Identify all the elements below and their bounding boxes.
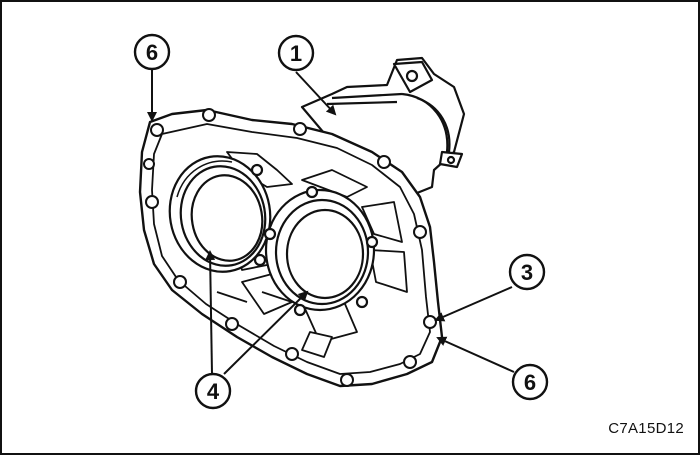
callout-4-label: 4 bbox=[207, 379, 220, 404]
callout-3-label: 3 bbox=[521, 260, 533, 285]
callout-6-bottom-label: 6 bbox=[524, 370, 536, 395]
figure-code: C7A15D12 bbox=[608, 420, 684, 437]
leader-lines bbox=[147, 69, 515, 375]
right-bearing-bore bbox=[263, 185, 379, 317]
left-bearing-bore bbox=[168, 155, 272, 273]
callout-6-top: 6 bbox=[133, 33, 171, 71]
callout-6-bottom: 6 bbox=[511, 363, 549, 401]
callout-3: 3 bbox=[508, 253, 546, 291]
callout-1: 1 bbox=[277, 34, 315, 72]
callout-6-top-label: 6 bbox=[146, 40, 158, 65]
flange-bolt-holes bbox=[143, 108, 437, 387]
callout-4: 4 bbox=[194, 372, 232, 410]
callout-1-label: 1 bbox=[290, 41, 302, 66]
